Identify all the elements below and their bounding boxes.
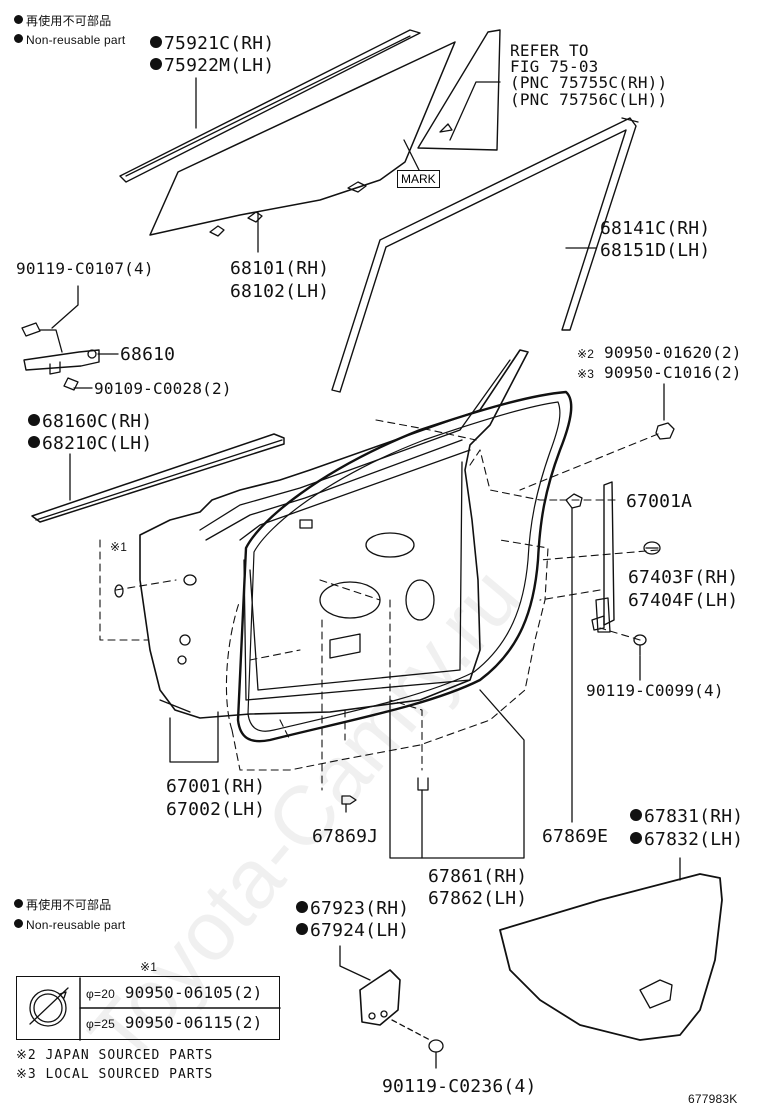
plug-size-table	[16, 976, 280, 1040]
row1[interactable]: φ=20 90950-06105(2)	[86, 983, 263, 1002]
label-90950-c1016[interactable]: ※3 90950-C1016(2)	[577, 363, 742, 382]
channel-bolt	[633, 634, 647, 656]
door-shell	[139, 349, 529, 719]
footnote-japan: ※2 JAPAN SOURCED PARTS	[16, 1048, 214, 1063]
label-67923[interactable]: 67923(RH)	[296, 898, 409, 920]
legend-bottom-jp: 再使用不可部品	[14, 898, 111, 912]
lower-bracket-67923	[339, 945, 401, 1026]
label-67001[interactable]: 67001(RH)	[166, 776, 266, 797]
table-star1: ※1	[140, 960, 158, 974]
label-68141c[interactable]: 68141C(RH)	[600, 218, 711, 239]
label-90950-01620[interactable]: ※2 90950-01620(2)	[577, 343, 742, 362]
label-68610[interactable]: 68610	[120, 344, 176, 365]
bolt-67001a	[643, 541, 661, 555]
label-68151d[interactable]: 68151D(LH)	[600, 240, 711, 261]
label-67831[interactable]: 67831(RH)	[630, 806, 743, 828]
label-75921c[interactable]: 75921C(RH)	[150, 33, 274, 55]
mark-label: MARK	[397, 170, 440, 188]
diagram-id: 677983K	[688, 1092, 738, 1106]
label-67002[interactable]: 67002(LH)	[166, 799, 266, 820]
outer-belt-moulding-strip	[119, 29, 421, 183]
footnote-local: ※3 LOCAL SOURCED PARTS	[16, 1067, 214, 1082]
refer-to-line1: REFER TO	[510, 41, 589, 60]
door-frame-moulding	[331, 117, 639, 393]
clip-67869j	[341, 795, 357, 813]
label-67862[interactable]: 67862(LH)	[428, 888, 528, 909]
label-90119-c0099[interactable]: 90119-C0099(4)	[586, 681, 724, 700]
label-67869j[interactable]: 67869J	[312, 826, 379, 847]
inner-belt-weatherstrip	[31, 433, 285, 523]
nonreusable-dot-icon	[14, 34, 23, 43]
legend-top-jp: 再使用不可部品	[14, 14, 111, 28]
nonreusable-dot-icon	[28, 414, 40, 426]
rear-channel-67403	[591, 481, 615, 633]
service-hole-cover	[499, 873, 723, 1041]
label-67403f[interactable]: 67403F(RH)	[628, 567, 739, 588]
label-90119-c0107[interactable]: 90119-C0107(4)	[16, 259, 154, 278]
refer-to-line4[interactable]: (PNC 75756C(LH))	[510, 90, 668, 109]
quarter-window-piece	[417, 29, 501, 151]
legend-bottom-en: Non-reusable part	[14, 918, 125, 932]
door-weatherstrip	[236, 390, 573, 743]
dashed-reference-lines	[99, 419, 659, 791]
nonreusable-dot-icon	[296, 901, 308, 913]
label-68210c[interactable]: 68210C(LH)	[28, 433, 152, 455]
label-67001a[interactable]: 67001A	[626, 491, 693, 512]
hinge-68610	[21, 322, 100, 391]
label-67404f[interactable]: 67404F(LH)	[628, 590, 739, 611]
nonreusable-dot-icon	[14, 899, 23, 908]
row2[interactable]: φ=25 90950-06115(2)	[86, 1013, 263, 1032]
nonreusable-dot-icon	[14, 15, 23, 24]
hole-plug-top	[655, 422, 675, 440]
plug-illustration	[29, 987, 69, 1027]
label-75922m[interactable]: 75922M(LH)	[150, 55, 274, 77]
legend-top-en: Non-reusable part	[14, 33, 125, 47]
nonreusable-dot-icon	[28, 436, 40, 448]
nonreusable-dot-icon	[14, 919, 23, 928]
note-star1: ※1	[110, 540, 128, 554]
label-90109-c0028[interactable]: 90109-C0028(2)	[94, 379, 232, 398]
nonreusable-dot-icon	[296, 923, 308, 935]
door-glass	[149, 41, 456, 237]
nonreusable-dot-icon	[630, 832, 642, 844]
label-67832[interactable]: 67832(LH)	[630, 829, 743, 851]
nonreusable-dot-icon	[150, 36, 162, 48]
label-67861[interactable]: 67861(RH)	[428, 866, 528, 887]
refer-to-line2[interactable]: FIG 75-03	[510, 57, 599, 76]
label-90119-c0236[interactable]: 90119-C0236(4)	[382, 1076, 537, 1097]
clip-67869e	[565, 493, 583, 509]
nonreusable-dot-icon	[630, 809, 642, 821]
label-68102[interactable]: 68102(LH)	[230, 281, 330, 302]
hole-plug-star1	[114, 584, 124, 598]
label-68160c[interactable]: 68160C(RH)	[28, 411, 152, 433]
label-67869e[interactable]: 67869E	[542, 826, 609, 847]
label-68101[interactable]: 68101(RH)	[230, 258, 330, 279]
bolt-90119-c0236	[428, 1039, 444, 1069]
refer-to-line3[interactable]: (PNC 75755C(RH))	[510, 73, 668, 92]
label-67924[interactable]: 67924(LH)	[296, 920, 409, 942]
nonreusable-dot-icon	[150, 58, 162, 70]
